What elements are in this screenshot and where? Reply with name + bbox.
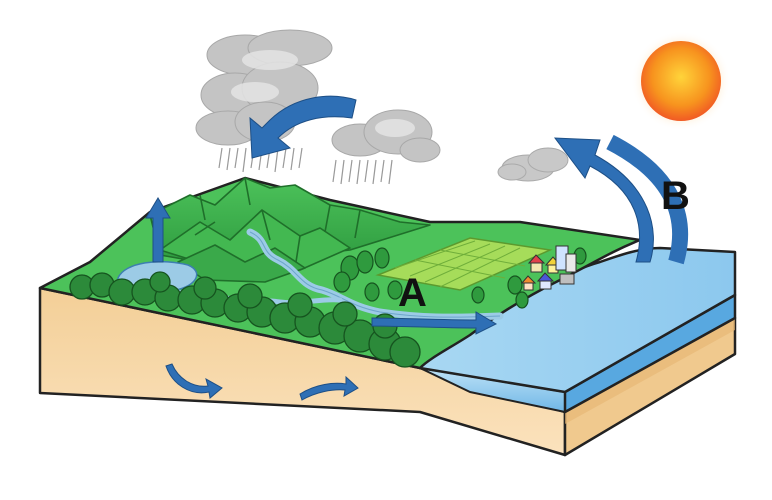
sun-icon [631,31,731,131]
small-cloud-icon [498,148,568,181]
label-a: A [398,273,427,313]
label-b: B [661,176,690,216]
